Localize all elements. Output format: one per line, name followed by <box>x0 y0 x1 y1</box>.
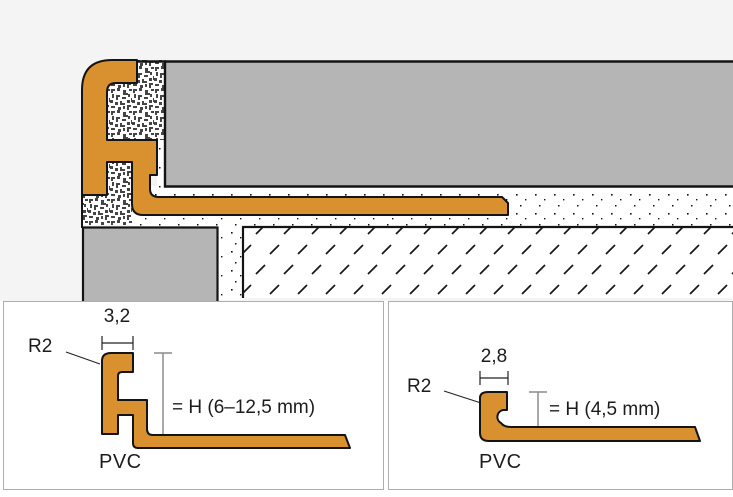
radius-label-right: R2 <box>407 376 432 397</box>
width-dimension-label-right: 2,8 <box>480 346 508 367</box>
height-label-right: = H (4,5 mm) <box>549 399 661 420</box>
profile-drawing-panel-right <box>388 301 733 490</box>
installation-diagram-background <box>0 0 733 301</box>
radius-label-left: R2 <box>28 336 53 357</box>
profile-drawing-panel-left <box>3 301 384 490</box>
height-label-left: = H (6–12,5 mm) <box>172 397 316 418</box>
width-dimension-label-left: 3,2 <box>103 306 131 327</box>
material-label-right: PVC <box>479 451 522 473</box>
material-label-left: PVC <box>99 451 142 473</box>
